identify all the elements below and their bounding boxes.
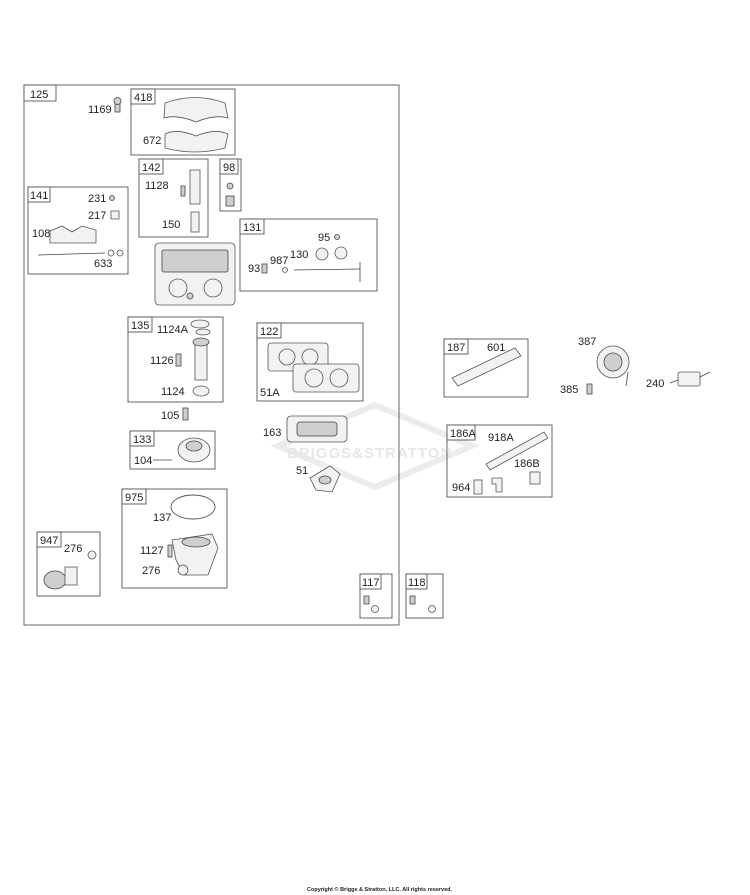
part-385: 385 xyxy=(560,383,593,396)
part-1127-label: 1127 xyxy=(140,545,164,557)
group-125-label: 125 xyxy=(30,89,48,101)
part-108-label: 108 xyxy=(32,228,50,240)
group-118: 118 xyxy=(405,573,444,619)
part-672-label: 672 xyxy=(143,135,161,147)
part-1169: 1169 xyxy=(88,97,122,116)
group-133: 133 104 xyxy=(129,430,216,470)
group-122-label: 122 xyxy=(260,326,278,338)
watermark-text: BRIGGS&STRATTON xyxy=(287,445,452,462)
group-131-label: 131 xyxy=(243,222,261,234)
part-1128-label: 1128 xyxy=(145,180,169,192)
part-51-label: 51 xyxy=(296,465,308,477)
group-947: 947 276 xyxy=(36,531,101,597)
part-95-label: 95 xyxy=(318,232,330,244)
group-135-label: 135 xyxy=(131,320,149,332)
group-418: 418 672 xyxy=(130,88,236,156)
part-137-label: 137 xyxy=(153,512,171,524)
part-231-label: 231 xyxy=(88,193,106,205)
part-51: 51 xyxy=(296,465,341,493)
group-975: 975 137 1127 276 xyxy=(121,488,228,589)
part-385-label: 385 xyxy=(560,384,578,396)
part-387: 387 xyxy=(578,336,630,387)
part-276b-label: 276 xyxy=(142,565,160,577)
part-1124-label: 1124 xyxy=(161,386,185,398)
part-240-label: 240 xyxy=(646,378,664,390)
group-98-label: 98 xyxy=(223,162,235,174)
group-117-label: 117 xyxy=(362,577,380,589)
part-163-label: 163 xyxy=(263,427,281,439)
part-163: 163 xyxy=(263,415,348,443)
part-130-label: 130 xyxy=(290,249,308,261)
group-118-label: 118 xyxy=(408,577,426,589)
part-217-label: 217 xyxy=(88,210,106,222)
group-418-label: 418 xyxy=(134,92,152,104)
group-186A-label: 186A xyxy=(450,428,476,440)
group-98: 98 xyxy=(219,158,242,212)
part-1124A-label: 1124A xyxy=(157,324,189,336)
group-142: 142 1128 150 xyxy=(138,158,209,238)
group-125: 125 xyxy=(23,84,400,626)
part-387-label: 387 xyxy=(578,336,596,348)
group-947-label: 947 xyxy=(40,535,58,547)
part-964-label: 964 xyxy=(452,482,470,494)
group-131: 131 95 130 987 93 xyxy=(239,218,378,292)
part-918A-label: 918A xyxy=(488,432,514,444)
part-1126-label: 1126 xyxy=(150,355,174,367)
group-187: 187 601 xyxy=(443,338,529,398)
part-276a-label: 276 xyxy=(64,543,82,555)
group-135: 135 1124A 1126 1124 xyxy=(127,316,224,403)
group-141: 141 231 217 108 633 xyxy=(27,186,129,275)
group-133-label: 133 xyxy=(133,434,151,446)
group-187-label: 187 xyxy=(447,342,465,354)
group-141-label: 141 xyxy=(30,190,48,202)
part-150-label: 150 xyxy=(162,219,180,231)
part-1169-label: 1169 xyxy=(88,104,112,116)
group-186A: 186A 918A 186B 964 xyxy=(446,424,553,498)
part-240: 240 xyxy=(646,371,711,390)
group-117: 117 xyxy=(359,573,393,619)
group-975-label: 975 xyxy=(125,492,143,504)
part-51A-label: 51A xyxy=(260,387,280,399)
carburetor-body xyxy=(154,242,236,306)
group-142-label: 142 xyxy=(142,162,160,174)
group-122: 122 51A xyxy=(256,322,364,402)
part-104-label: 104 xyxy=(134,455,152,467)
part-105-label: 105 xyxy=(161,410,179,422)
part-633-label: 633 xyxy=(94,258,112,270)
part-987-label: 987 xyxy=(270,255,288,267)
part-93-label: 93 xyxy=(248,263,260,275)
part-601-label: 601 xyxy=(487,342,505,354)
part-186B-label: 186B xyxy=(514,458,540,470)
part-105: 105 xyxy=(161,407,189,422)
copyright-text: Copyright © Briggs & Stratton, LLC. All … xyxy=(307,886,453,893)
